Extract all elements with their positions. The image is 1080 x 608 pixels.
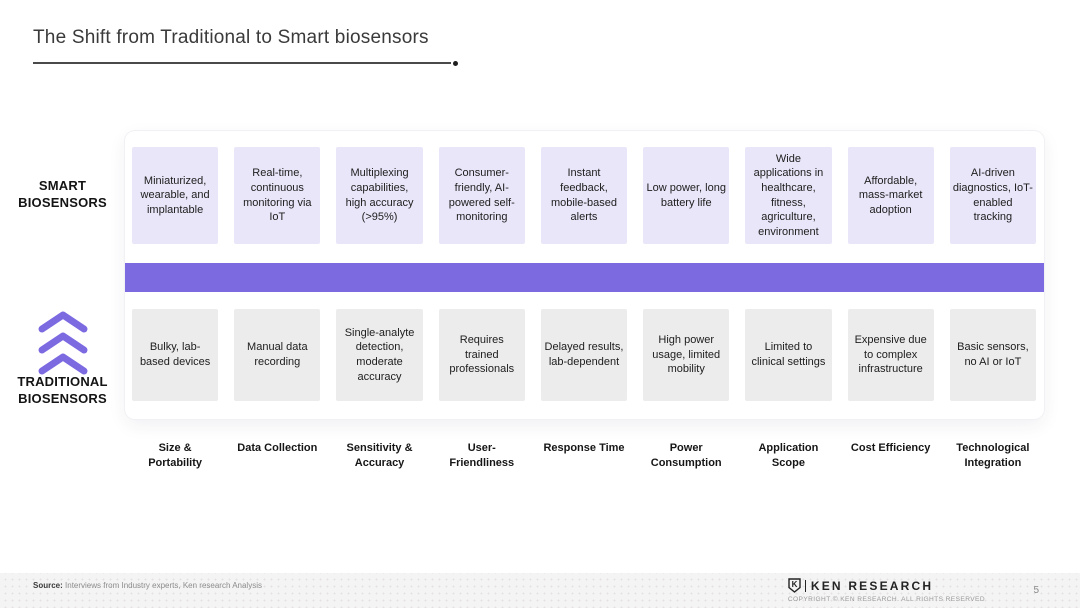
traditional-card: Bulky, lab-based devices: [132, 309, 219, 401]
category-label: User-Friendliness: [449, 442, 515, 469]
title-underline: [33, 60, 458, 66]
category-label: Response Time: [543, 442, 625, 454]
traditional-card: High power usage, limited mobility: [643, 309, 730, 401]
traditional-card: Limited to clinical settings: [745, 309, 832, 401]
category-label: Application Scope: [758, 442, 819, 469]
smart-card: Multiplexing capabilities, high accuracy…: [336, 147, 423, 244]
source-label: Source:: [33, 581, 63, 590]
category-label: Size & Portability: [148, 442, 202, 469]
comparison-panel: Miniaturized, wearable, and implantable …: [125, 131, 1044, 419]
category-grid: Size & Portability Data Collection Sensi…: [125, 441, 1044, 471]
smart-card: Miniaturized, wearable, and implantable: [132, 147, 219, 244]
ken-research-shield-icon: K: [788, 578, 801, 593]
traditional-cards-row: Bulky, lab-based devices Manual data rec…: [132, 309, 1036, 401]
category-label: Power Consumption: [650, 442, 722, 469]
smart-card: Affordable, mass-market adoption: [847, 147, 934, 244]
traditional-card: Expensive due to complex infrastructure: [847, 309, 934, 401]
category-label: Sensitivity & Accuracy: [346, 442, 413, 469]
traditional-card: Manual data recording: [234, 309, 321, 401]
source-text: Interviews from Industry experts, Ken re…: [62, 581, 262, 590]
title-block: The Shift from Traditional to Smart bios…: [33, 27, 458, 66]
footer: Source: Interviews from Industry experts…: [0, 573, 1080, 608]
comparison-area: SMART BIOSENSORS TRADITIONAL BIOSENSORS …: [0, 131, 1080, 419]
traditional-row-label: TRADITIONAL BIOSENSORS: [17, 374, 108, 406]
page-number: 5: [1033, 585, 1039, 596]
svg-text:K: K: [791, 580, 797, 589]
traditional-card: Single-analyte detection, moderate accur…: [336, 309, 423, 401]
category-labels-row: Size & Portability Data Collection Sensi…: [0, 441, 1080, 471]
smart-card: Low power, long battery life: [643, 147, 730, 244]
smart-row-label: SMART BIOSENSORS: [18, 178, 107, 210]
underline-end-dot: [453, 60, 458, 66]
shift-up-chevrons-icon: [0, 309, 125, 386]
traditional-card: Requires trained professionals: [438, 309, 525, 401]
brand-name: KEN RESEARCH: [804, 579, 933, 592]
smart-card: Wide applications in healthcare, fitness…: [745, 147, 832, 244]
smart-card: Consumer-friendly, AI-powered self-monit…: [438, 147, 525, 244]
copyright-text: COPYRIGHT © KEN RESEARCH. ALL RIGHTS RES…: [787, 596, 985, 603]
category-spacer: [0, 441, 125, 471]
traditional-card: Delayed results, lab-dependent: [540, 309, 628, 401]
smart-card: Instant feedback, mobile-based alerts: [540, 147, 628, 244]
category-label: Cost Efficiency: [850, 442, 931, 454]
brand-block: K KEN RESEARCH COPYRIGHT © KEN RESEARCH.…: [788, 578, 985, 603]
row-labels-column: SMART BIOSENSORS TRADITIONAL BIOSENSORS: [0, 131, 125, 419]
smart-card: AI-driven diagnostics, IoT-enabled track…: [949, 147, 1036, 244]
page-title: The Shift from Traditional to Smart bios…: [33, 27, 429, 48]
smart-card: Real-time, continuous monitoring via IoT: [234, 147, 321, 244]
traditional-card: Basic sensors, no AI or IoT: [949, 309, 1036, 401]
smart-cards-row: Miniaturized, wearable, and implantable …: [132, 147, 1036, 244]
source-note: Source: Interviews from Industry experts…: [33, 581, 262, 590]
divider-bar: [125, 263, 1044, 292]
category-label: Technological Integration: [956, 442, 1030, 469]
category-label: Data Collection: [237, 442, 318, 454]
